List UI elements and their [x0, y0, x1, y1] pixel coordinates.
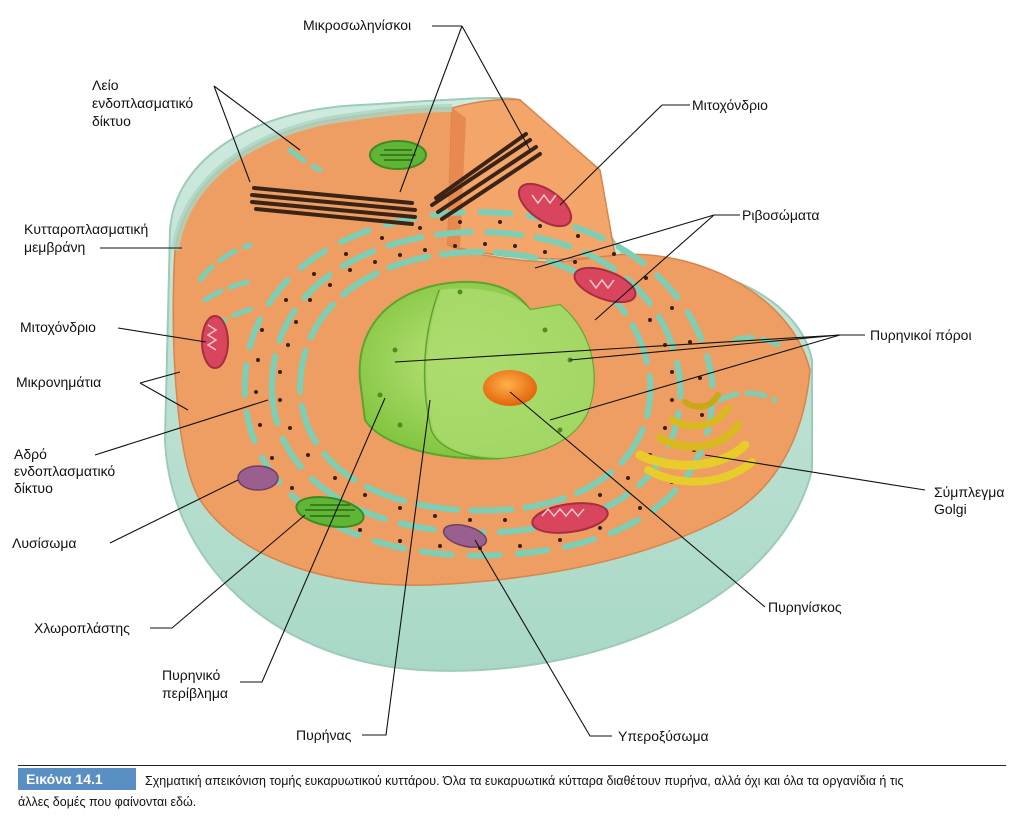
label-microtubules: Μικροσωληνίσκοι [303, 17, 411, 33]
leader-nucleolus [509, 391, 766, 608]
nuclear-pore-marks [377, 289, 573, 433]
label-plasma-membrane-line1: Κυτταροπλασματική [24, 221, 148, 237]
mitochondrion-top [517, 182, 573, 228]
leader-mitochondrion-left [117, 327, 207, 343]
cell-diagram: Μικροσωληνίσκοι Λείο ενδοπλασματικό δίκτ… [12, 17, 1008, 744]
label-golgi-line2: Golgi [934, 501, 967, 517]
mitochondrion-left [201, 315, 229, 369]
labels: Μικροσωληνίσκοι Λείο ενδοπλασματικό δίκτ… [12, 17, 1008, 744]
label-smooth-er-line3: δίκτυο [92, 113, 131, 129]
leader-smooth-er [213, 85, 301, 183]
label-chloroplast: Χλωροπλάστης [34, 620, 130, 636]
label-lysosome: Λυσίσωμα [12, 535, 77, 551]
mitochondria [201, 182, 637, 534]
label-mitochondrion-top: Μιτοχόνδριο [692, 97, 768, 113]
lysosome-shape [237, 465, 279, 491]
microtubule-bundle-left [250, 186, 417, 226]
plasma-membrane-rim [171, 104, 453, 251]
label-nuclear-pores: Πυρηνικοί πόροι [870, 327, 972, 343]
label-plasma-membrane: Κυτταροπλασματική μεμβράνη [24, 221, 152, 255]
label-plasma-membrane-line2: μεμβράνη [24, 239, 85, 255]
leader-ribosomes [534, 214, 740, 321]
leader-nuclear-pores [394, 334, 865, 421]
rough-er-ring-1 [296, 248, 654, 514]
label-rough-er-line1: Αδρό [14, 446, 47, 462]
leader-mitochondrion-top [559, 104, 690, 206]
label-nuclear-envelope-line2: περίβλημα [162, 685, 228, 701]
rough-er-ring-3 [241, 208, 716, 559]
label-smooth-er-line1: Λείο [92, 77, 119, 93]
leader-chloroplast [150, 514, 306, 629]
leader-nucleus [362, 399, 431, 736]
chloroplasts [295, 140, 427, 528]
label-ribosomes: Ριβοσώματα [742, 207, 819, 223]
golgi-apparatus [635, 392, 756, 486]
leader-nuclear-envelope [240, 397, 386, 683]
leader-golgi [704, 454, 926, 491]
microtubule-bundle-right [430, 132, 542, 221]
label-smooth-er: Λείο ενδοπλασματικό δίκτυο [92, 77, 197, 129]
leader-rough-er [94, 399, 269, 456]
caption-rule [18, 765, 1006, 766]
leader-microtubules [399, 25, 531, 193]
label-mitochondrion-left: Μιτοχόνδριο [20, 319, 96, 335]
label-rough-er-line3: δίκτυο [14, 480, 53, 496]
label-nuclear-envelope: Πυρηνικό περίβλημα [162, 667, 228, 701]
chloroplast-grana [305, 149, 416, 517]
label-peroxisome: Υπεροξύσωμα [618, 728, 709, 744]
nucleolus-shape [483, 370, 537, 406]
label-golgi: Σύμπλεγμα Golgi [934, 484, 1008, 517]
leader-lines [94, 25, 926, 737]
rough-er-ring-2 [268, 228, 684, 536]
smooth-er-tubes [197, 147, 781, 403]
label-rough-er-line2: ενδοπλασματικό [14, 463, 115, 479]
leader-microfilaments [139, 371, 189, 411]
leader-peroxisome [474, 539, 612, 737]
microtubule-bundles [250, 132, 542, 226]
leader-lysosome [109, 479, 239, 544]
mitochondrion-bottom [531, 502, 609, 534]
label-rough-er: Αδρό ενδοπλασματικό δίκτυο [14, 446, 119, 496]
label-nuclear-envelope-line1: Πυρηνικό [162, 667, 220, 683]
caption-line-2: άλλες δομές που φαίνονται εδώ. [18, 795, 197, 809]
label-nucleus: Πυρήνας [296, 727, 352, 743]
label-microfilaments: Μικρονημάτια [16, 374, 101, 390]
caption-line-1: Σχηματική απεικόνιση τομής ευκαρυωτικού … [145, 774, 904, 788]
mitochondria-cristae [206, 193, 615, 518]
label-nucleolus: Πυρηνίσκος [768, 599, 842, 615]
label-smooth-er-line2: ενδοπλασματικό [92, 95, 193, 111]
rough-er [197, 147, 781, 559]
caption-tag: Εικόνα 14.1 [18, 768, 136, 790]
nucleus [358, 280, 595, 460]
label-golgi-line1: Σύμπλεγμα [934, 484, 1004, 500]
